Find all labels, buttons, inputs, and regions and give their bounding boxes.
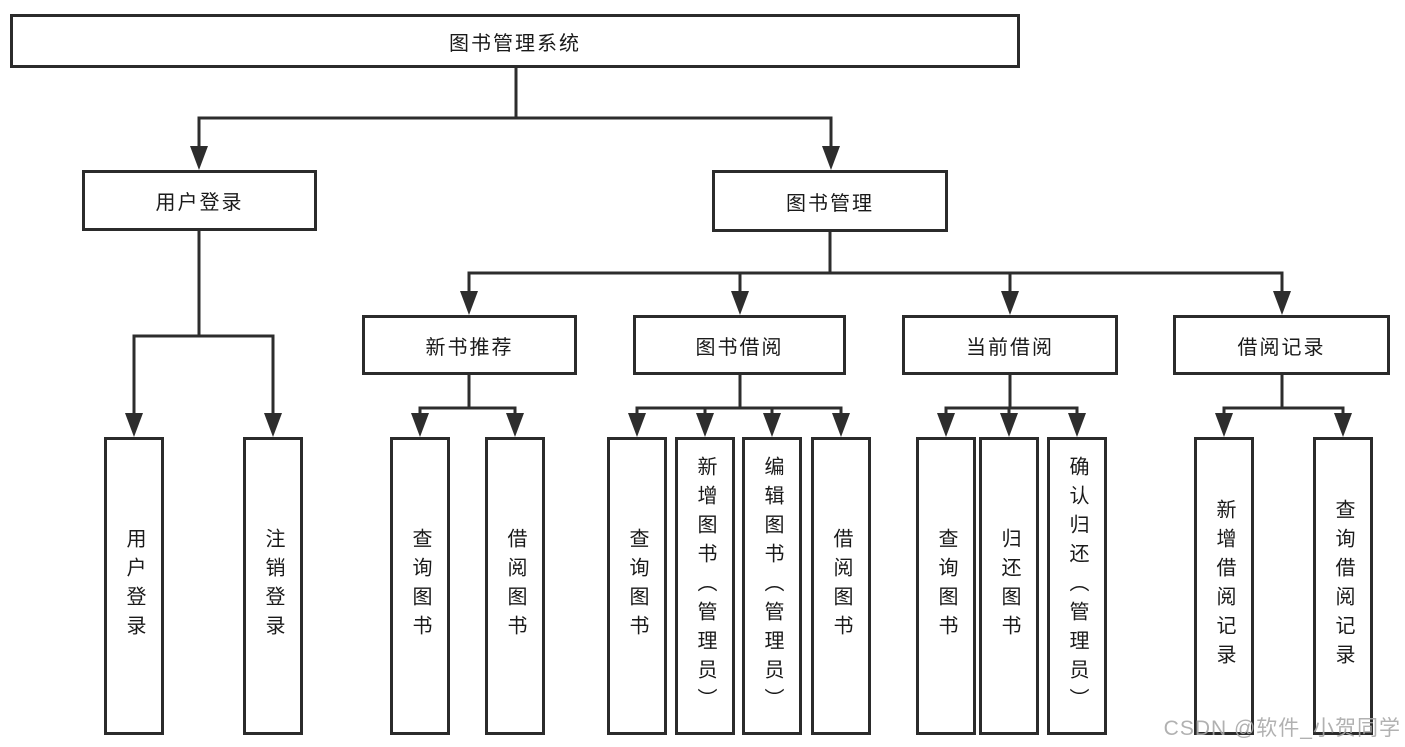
- leaf-borrow-books-borrowing: 借阅图书: [811, 437, 871, 735]
- leaf-add-books-admin: 新增图书（管理员）: [675, 437, 735, 735]
- leaf-logout-login: 注销登录: [243, 437, 303, 735]
- node-new-book-recommend: 新书推荐: [362, 315, 577, 375]
- leaf-user-login: 用户登录: [104, 437, 164, 735]
- leaf-query-books-recommend: 查询图书: [390, 437, 450, 735]
- node-label: 查询借阅记录: [1332, 499, 1354, 673]
- leaf-query-books-current: 查询图书: [916, 437, 976, 735]
- node-label: 确认归还（管理员）: [1066, 455, 1088, 717]
- node-label: 图书借阅: [695, 336, 784, 359]
- leaf-query-borrow-record: 查询借阅记录: [1313, 437, 1373, 735]
- leaf-query-books-borrowing: 查询图书: [607, 437, 667, 735]
- node-label: 用户登录: [123, 528, 145, 644]
- leaf-return-books: 归还图书: [979, 437, 1039, 735]
- node-label: 借阅记录: [1237, 336, 1326, 359]
- node-borrowing-records: 借阅记录: [1173, 315, 1390, 375]
- node-label: 借阅图书: [504, 528, 526, 644]
- node-label: 归还图书: [998, 528, 1020, 644]
- node-label: 新增借阅记录: [1213, 499, 1235, 673]
- node-label: 图书管理系统: [449, 32, 581, 55]
- node-book-management: 图书管理: [712, 170, 948, 232]
- leaf-add-borrow-record: 新增借阅记录: [1194, 437, 1254, 735]
- node-label: 新书推荐: [425, 336, 514, 359]
- node-book-borrowing: 图书借阅: [633, 315, 846, 375]
- node-user-login: 用户登录: [82, 170, 317, 231]
- csdn-watermark: CSDN @软件_小贺同学: [1163, 717, 1401, 740]
- node-current-borrowing: 当前借阅: [902, 315, 1118, 375]
- node-label: 查询图书: [626, 528, 648, 644]
- node-label: 查询图书: [409, 528, 431, 644]
- node-library-management-system: 图书管理系统: [10, 14, 1020, 68]
- node-label: 图书管理: [786, 192, 874, 215]
- node-label: 当前借阅: [966, 336, 1054, 359]
- node-label: 编辑图书（管理员）: [761, 455, 783, 717]
- leaf-borrow-books-recommend: 借阅图书: [485, 437, 545, 735]
- arrowheads: [125, 146, 1352, 437]
- leaf-edit-books-admin: 编辑图书（管理员）: [742, 437, 802, 735]
- leaf-confirm-return-admin: 确认归还（管理员）: [1047, 437, 1107, 735]
- node-label: 注销登录: [262, 528, 284, 644]
- node-label: 借阅图书: [830, 528, 852, 644]
- node-label: 查询图书: [935, 528, 957, 644]
- node-label: 新增图书（管理员）: [694, 455, 716, 717]
- node-label: 用户登录: [155, 192, 244, 214]
